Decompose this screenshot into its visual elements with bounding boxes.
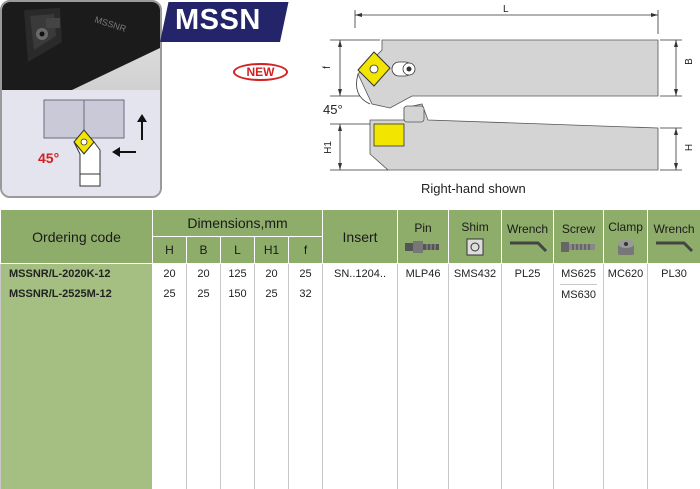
ordering-code-cell: MSSNR/L-2525M-12: [0, 284, 153, 305]
wrench-label-1: Wrench: [506, 221, 549, 236]
new-badge: NEW: [233, 63, 288, 81]
angle-label-top: 45°: [323, 102, 343, 117]
tool-holder-photo: MSSNR: [2, 2, 160, 90]
shim-icon: [466, 238, 484, 255]
screw-icon: [560, 241, 595, 252]
screw-header: Screw: [553, 209, 605, 264]
clamp-label: Clamp: [608, 219, 643, 234]
ordering-code-cell: MSSNR/L-2020K-12: [0, 263, 153, 284]
dim-header-H: H: [152, 236, 187, 264]
dim-cell-L: 150: [220, 284, 255, 305]
pin-header: Pin: [397, 209, 450, 264]
pin-icon: [405, 240, 440, 253]
shim-label: Shim: [461, 219, 489, 234]
spec-table: Ordering code Dimensions,mm Insert Pin S…: [0, 209, 700, 489]
wrench-cell-1: PL25: [501, 263, 555, 284]
tool-photo: MSSNR: [2, 2, 160, 90]
wrench-cell-2: PL30: [647, 263, 700, 284]
dim-header-L: L: [220, 236, 255, 264]
cutting-schematic: [43, 99, 147, 187]
dim-cell-H: 25: [152, 284, 187, 305]
dim-label-H1: H1: [322, 141, 334, 154]
dim-label-L: L: [503, 4, 509, 15]
dim-header-f: f: [287, 236, 324, 264]
shim-cell: SMS432: [448, 263, 503, 284]
pin-cell: MLP46: [397, 263, 450, 284]
insert-cell: SN..1204..: [322, 263, 399, 284]
product-title: MSSN: [175, 4, 261, 36]
table-row: MSSNR/L-2525M-12 25 25 150 25 32 MS630: [0, 284, 700, 305]
table-filler-row: [0, 305, 700, 489]
dim-cell-B: 25: [186, 284, 221, 305]
dim-cell-f: 32: [287, 284, 324, 305]
dim-cell-H1: 25: [254, 284, 289, 305]
dim-cell-H1: 20: [254, 263, 289, 284]
wrench-icon: [509, 241, 547, 252]
dim-label-f: f: [321, 66, 333, 69]
dim-cell-f: 25: [287, 263, 324, 284]
product-image-panel: MSSNR: [0, 0, 162, 198]
pin-label: Pin: [414, 220, 432, 235]
wrench-header-1: Wrench: [501, 209, 555, 264]
dim-cell-H: 20: [152, 263, 187, 284]
table-row: MSSNR/L-2020K-12 20 20 125 20 25 SN..120…: [0, 263, 700, 284]
screw-label: Screw: [561, 221, 596, 236]
shim-header: Shim: [448, 209, 503, 264]
drawing-caption: Right-hand shown: [421, 181, 526, 196]
dim-label-H: H: [684, 143, 696, 152]
wrench-header-2: Wrench: [647, 209, 700, 264]
wrench-label-2: Wrench: [653, 221, 695, 236]
wrench-icon: [656, 241, 694, 252]
clamp-cell: MC620: [603, 263, 649, 284]
clamp-icon: [617, 239, 634, 255]
ordering-code-header: Ordering code: [0, 209, 153, 264]
screw-cell-2: MS630: [553, 284, 605, 305]
dim-header-H1: H1: [254, 236, 289, 264]
panel-angle-label: 45°: [38, 150, 60, 166]
dim-cell-B: 20: [186, 263, 221, 284]
dim-header-B: B: [186, 236, 221, 264]
screw-cell-1: MS625: [553, 263, 605, 284]
clamp-header: Clamp: [603, 209, 649, 264]
technical-drawing: [330, 10, 682, 171]
dimensions-header: Dimensions,mm: [151, 209, 324, 237]
schematic-view: [2, 90, 160, 196]
insert-header: Insert: [322, 209, 399, 264]
dim-label-B: B: [683, 58, 695, 65]
dim-cell-L: 125: [220, 263, 255, 284]
